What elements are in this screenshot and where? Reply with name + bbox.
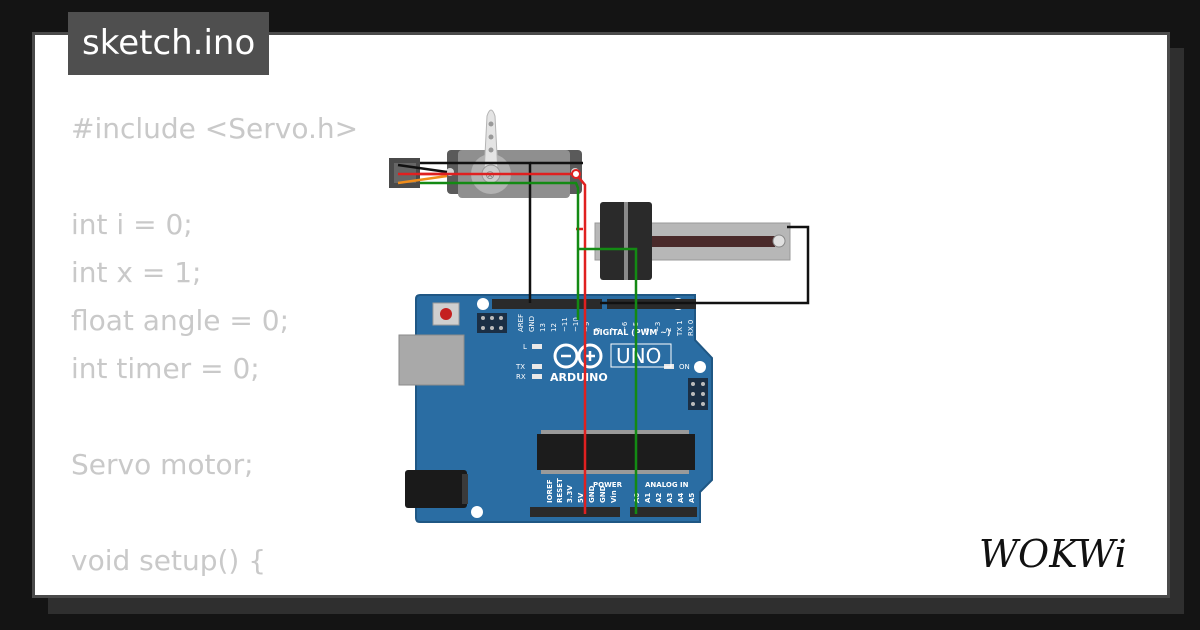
code-line: motor.attach(9); xyxy=(71,585,358,595)
potentiometer-track xyxy=(630,236,775,247)
digital-header-left xyxy=(492,299,602,309)
svg-text:2: 2 xyxy=(665,328,673,332)
svg-text:GND: GND xyxy=(588,485,596,503)
arduino-logo-icon xyxy=(553,343,603,369)
analog-header xyxy=(630,507,697,517)
code-line: int i = 0; xyxy=(71,208,193,241)
svg-text:WOKWi: WOKWi xyxy=(979,532,1127,576)
code-line: #include <Servo.h> xyxy=(71,112,359,145)
code-listing: #include <Servo.h> int i = 0; int x = 1;… xyxy=(71,105,359,595)
svg-text:IOREF: IOREF xyxy=(546,479,554,503)
file-name-tab: sketch.ino xyxy=(68,12,270,75)
power-header-label: POWER xyxy=(593,481,623,489)
svg-text:A5: A5 xyxy=(688,493,696,503)
wires xyxy=(397,161,810,514)
svg-text:TX 1: TX 1 xyxy=(676,320,684,337)
digital-header-label: DIGITAL (PWM ~) xyxy=(593,328,671,337)
svg-text:RESET: RESET xyxy=(556,478,564,503)
svg-text:13: 13 xyxy=(539,323,547,332)
power-pin-labels: IOREF RESET 3.3V 5V GND GND Vin xyxy=(546,478,618,503)
led-rx xyxy=(532,374,542,379)
svg-text:3.3V: 3.3V xyxy=(566,485,574,503)
code-line: Servo motor; xyxy=(71,448,254,481)
wire-red-5v xyxy=(420,172,587,514)
svg-text:GND: GND xyxy=(528,316,536,332)
usb-b-connector-icon xyxy=(398,334,465,386)
svg-text:~3: ~3 xyxy=(654,322,662,332)
svg-text:~11: ~11 xyxy=(561,317,569,332)
mount-hole xyxy=(471,506,483,518)
slide-potentiometer-icon[interactable] xyxy=(594,202,791,280)
wire-black-pot xyxy=(600,225,810,305)
code-line: int timer = 0; xyxy=(71,352,260,385)
svg-text:8: 8 xyxy=(594,328,602,332)
code-line: void setup() { xyxy=(71,544,267,577)
analog-header-label: ANALOG IN xyxy=(645,481,689,489)
svg-text:A1: A1 xyxy=(644,493,652,503)
dc-barrel-jack-icon xyxy=(405,470,467,508)
servo-horn xyxy=(483,109,499,175)
mount-hole xyxy=(694,361,706,373)
svg-text:Vin: Vin xyxy=(610,490,618,503)
servo-motor-icon[interactable]: ⊗ xyxy=(389,109,582,198)
wokwi-logo: WOKWi xyxy=(979,532,1127,576)
svg-text:A3: A3 xyxy=(666,493,674,503)
arduino-wordmark: ARDUINO xyxy=(550,371,608,384)
power-header xyxy=(530,507,620,517)
led-l xyxy=(532,344,542,349)
svg-text:~6: ~6 xyxy=(621,321,629,332)
led-tx-label: TX xyxy=(515,363,525,371)
code-line: float angle = 0; xyxy=(71,304,289,337)
svg-text:7: 7 xyxy=(610,328,618,332)
svg-text:12: 12 xyxy=(550,323,558,332)
svg-text:GND: GND xyxy=(599,485,607,503)
svg-text:5V: 5V xyxy=(577,492,585,503)
led-on-label: ON xyxy=(679,363,690,371)
uno-model-label: UNO xyxy=(616,344,661,368)
code-line: int x = 1; xyxy=(71,256,202,289)
svg-text:A2: A2 xyxy=(655,493,663,503)
svg-text:AREF: AREF xyxy=(517,314,525,332)
led-rx-label: RX xyxy=(516,373,526,381)
svg-text:~10: ~10 xyxy=(572,317,580,332)
svg-text:RX 0: RX 0 xyxy=(687,320,695,336)
svg-text:~9: ~9 xyxy=(583,322,591,332)
icsp-header xyxy=(688,378,708,410)
svg-text:4: 4 xyxy=(643,327,651,332)
wire-green-a0 xyxy=(578,247,638,514)
wire-green-pin9 xyxy=(420,181,580,320)
icsp-header xyxy=(477,313,507,333)
atmega-chip-icon xyxy=(537,434,695,470)
led-l-label: L xyxy=(523,343,527,351)
led-tx xyxy=(532,364,542,369)
arduino-uno-board[interactable]: AREF GND 13 12 ~11 ~10 ~9 8 7 ~6 ~5 4 ~3… xyxy=(398,294,713,523)
svg-text:A4: A4 xyxy=(677,493,685,503)
mount-hole xyxy=(477,298,489,310)
